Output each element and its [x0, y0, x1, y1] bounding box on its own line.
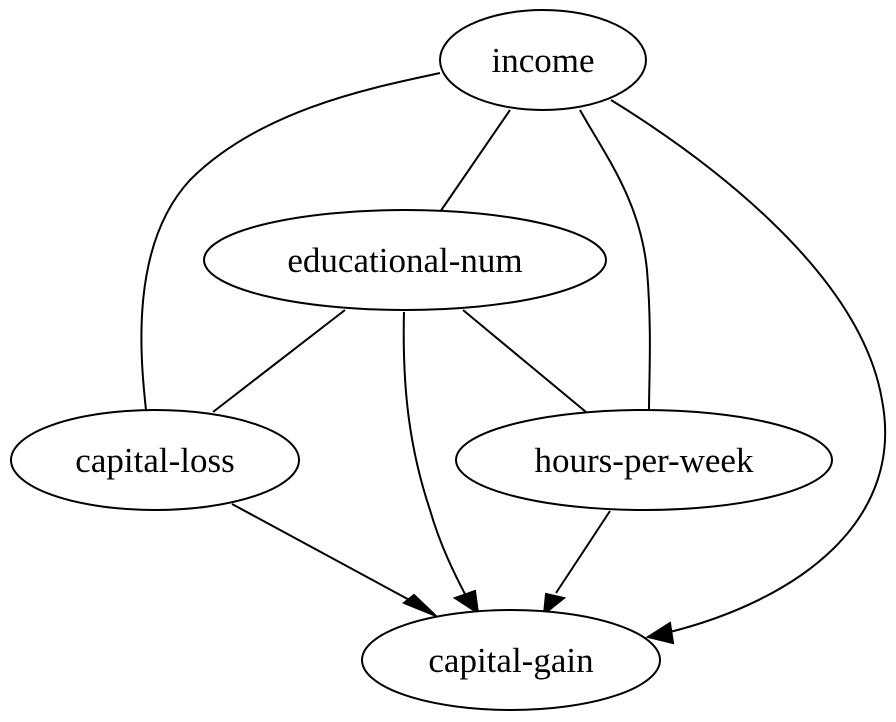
node-label-income: income: [491, 41, 594, 80]
edge-income-hours-per-week: [579, 109, 651, 411]
node-income: income: [439, 9, 647, 111]
node-label-capital-loss: capital-loss: [75, 441, 234, 480]
edge-income-capital-gain: [610, 99, 887, 645]
node-capital-loss: capital-loss: [10, 409, 300, 511]
node-label-hours-per-week: hours-per-week: [535, 441, 754, 480]
arrowhead-income-capital-gain: [645, 621, 675, 645]
edge-educational-num-capital-loss: [212, 309, 346, 413]
node-capital-gain: capital-gain: [361, 609, 661, 711]
edge-income-educational-num: [439, 109, 511, 213]
node-label-capital-gain: capital-gain: [428, 641, 593, 680]
arrowhead-capital-loss-capital-gain: [402, 593, 437, 617]
edge-capital-loss-capital-gain: [231, 503, 437, 617]
arrowhead-educational-num-capital-gain: [452, 589, 480, 616]
node-label-educational-num: educational-num: [287, 241, 522, 280]
edge-educational-num-capital-gain: [402, 311, 480, 616]
edge-hours-per-week-capital-gain: [542, 510, 611, 617]
arrowhead-hours-per-week-capital-gain: [542, 592, 567, 617]
node-educational-num: educational-num: [203, 209, 607, 311]
edge-income-capital-loss: [140, 72, 441, 411]
edge-educational-num-hours-per-week: [462, 309, 587, 413]
node-hours-per-week: hours-per-week: [455, 409, 833, 511]
